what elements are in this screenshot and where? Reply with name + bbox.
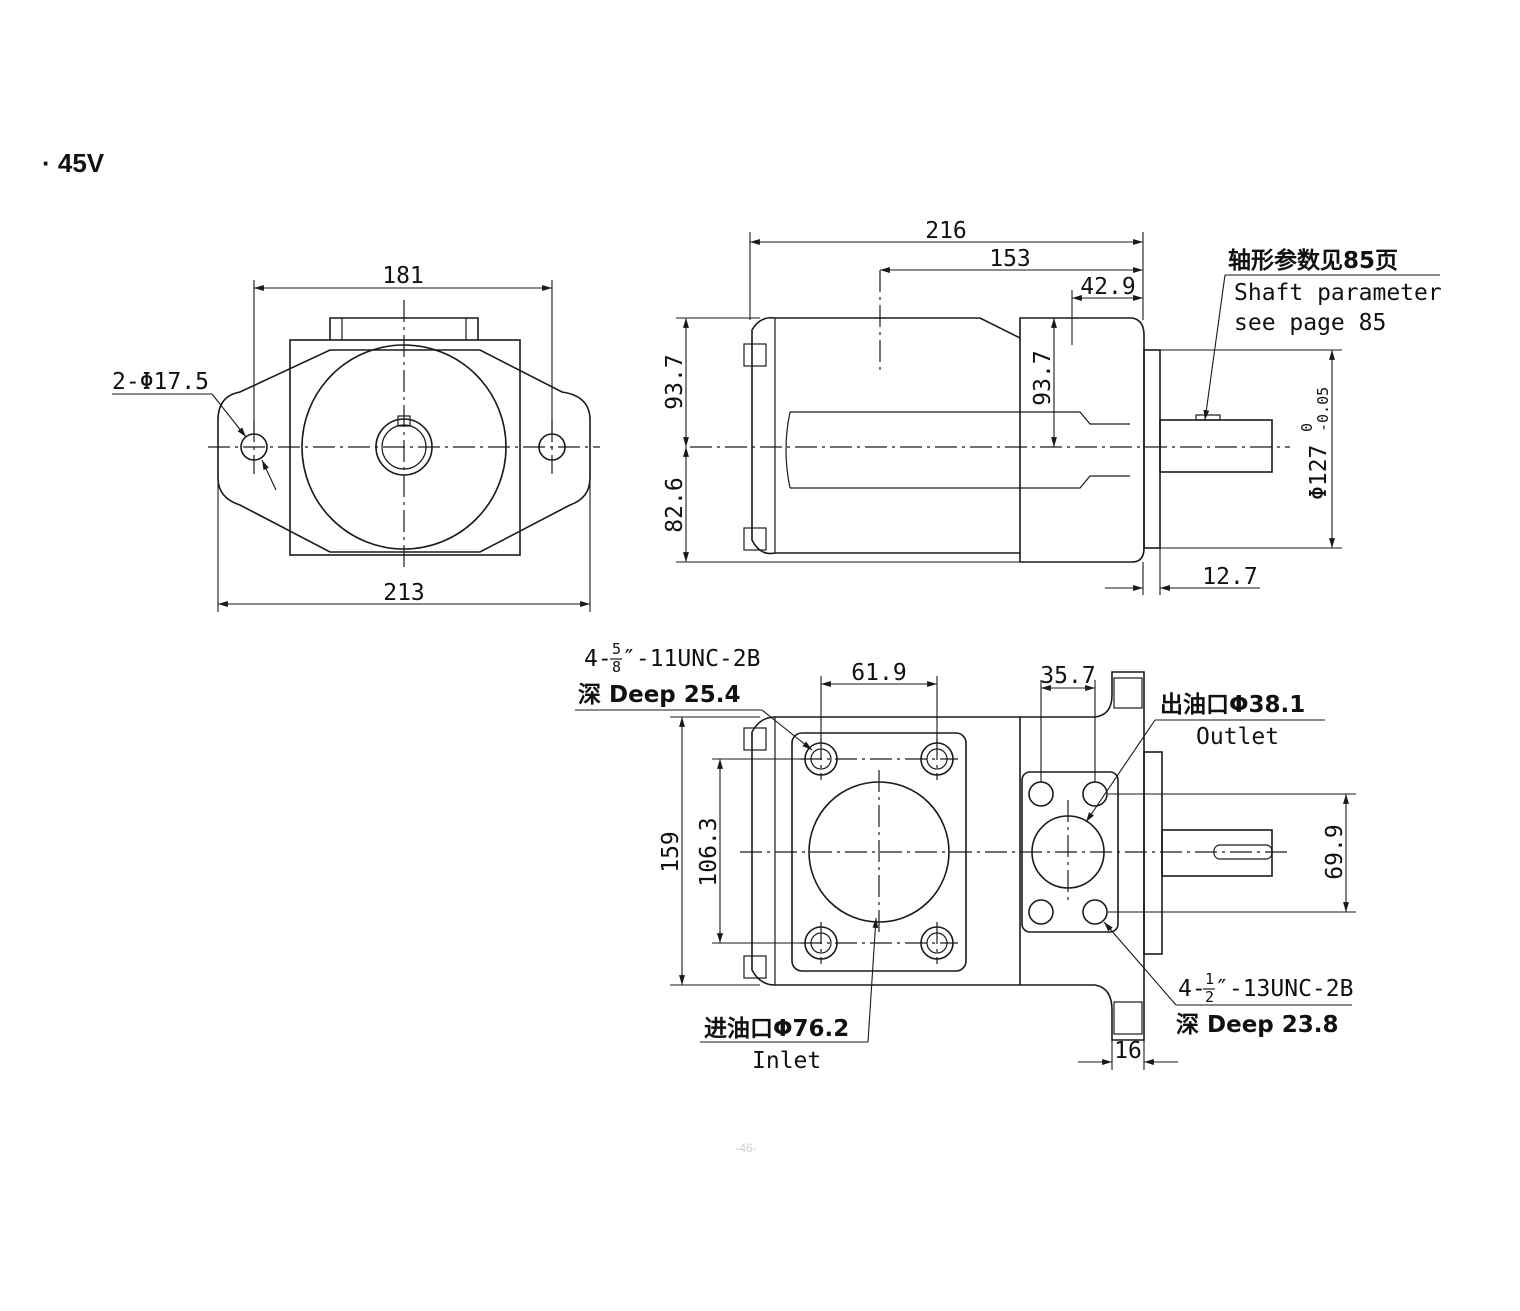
inlet-thread-callout: 4- 5 8 ″-11UNC-2B 深 Deep 25.4 — [575, 640, 813, 751]
pilot-tol-lower: -0.05 — [1314, 387, 1332, 432]
side-view: 216 153 42.9 93.7 82.6 93.7 Φ127 0 -0.05 — [662, 218, 1442, 595]
dim-42-9: 42.9 — [1080, 274, 1135, 300]
bottom-pilot-flange — [1143, 751, 1163, 955]
bottom-shaft — [1161, 829, 1273, 877]
outlet-callout: 出油口Φ38.1 Outlet — [1085, 692, 1325, 823]
dim-153: 153 — [989, 246, 1031, 272]
dim-93-7-left: 93.7 — [662, 354, 688, 409]
inlet-en: Inlet — [752, 1048, 821, 1074]
side-inner-profile — [785, 411, 1130, 489]
inlet-callout: 进油口Φ76.2 Inlet — [700, 917, 879, 1074]
bottom-body — [751, 671, 1145, 1041]
svg-text:1: 1 — [1205, 970, 1214, 988]
outlet-bolt-hole-3 — [1028, 899, 1054, 925]
outlet-cn: 出油口Φ38.1 — [1160, 692, 1305, 718]
dim-69-9: 69.9 — [1322, 824, 1348, 879]
outlet-bolt-hole-1 — [1028, 781, 1054, 807]
dim-181: 181 — [382, 263, 424, 289]
dim-106-3: 106.3 — [696, 817, 722, 886]
svg-text:″-11UNC-2B: ″-11UNC-2B — [622, 646, 760, 672]
outlet-en: Outlet — [1196, 724, 1279, 750]
inlet-thread-depth: 深 Deep 25.4 — [578, 682, 741, 708]
outlet-thread-callout: 4- 1 2 ″-13UNC-2B 深 Deep 23.8 — [1103, 921, 1353, 1038]
pilot-tol-upper: 0 — [1298, 423, 1316, 432]
dim-213: 213 — [383, 580, 425, 606]
dim-pilot-diameter: Φ127 — [1306, 445, 1332, 500]
holes-label: 2-Φ17.5 — [112, 369, 209, 395]
dim-61-9: 61.9 — [851, 660, 906, 686]
bottom-bolt-bottom — [743, 955, 767, 979]
shaft-note-cn: 轴形参数见85页 — [1228, 247, 1398, 274]
svg-text:4-: 4- — [1178, 976, 1206, 1002]
bottom-bolt-top — [743, 727, 767, 751]
shaft-note-en-2: see page 85 — [1234, 310, 1386, 336]
dim-216: 216 — [925, 218, 967, 244]
shaft-note-en-1: Shaft parameter — [1234, 280, 1442, 306]
inlet-cn: 进油口Φ76.2 — [704, 1016, 849, 1042]
dim-12-7: 12.7 — [1202, 564, 1257, 590]
svg-text:″-13UNC-2B: ″-13UNC-2B — [1215, 976, 1353, 1002]
model-title: · 45V — [42, 148, 105, 178]
dim-35-7: 35.7 — [1040, 663, 1095, 689]
side-body — [751, 316, 1145, 563]
front-view: 181 213 2-Φ17.5 — [112, 263, 600, 612]
dim-82-6: 82.6 — [662, 477, 688, 532]
side-pilot-flange — [1143, 349, 1161, 549]
dim-159: 159 — [658, 831, 684, 873]
svg-text:4-: 4- — [584, 646, 612, 672]
page-number: -46- — [735, 1141, 756, 1155]
dim-93-7-inner: 93.7 — [1030, 350, 1056, 405]
svg-text:2: 2 — [1205, 988, 1214, 1006]
outlet-bolt-hole-4 — [1082, 899, 1108, 925]
svg-text:5: 5 — [612, 640, 621, 658]
side-shaft — [1159, 419, 1273, 473]
bottom-view: 61.9 35.7 4- 5 8 ″-11UNC-2B 深 Deep 25.4 … — [575, 640, 1356, 1074]
dim-16: 16 — [1114, 1038, 1142, 1064]
svg-text:8: 8 — [612, 658, 621, 676]
outlet-bolt-hole-2 — [1082, 781, 1108, 807]
outlet-thread-depth: 深 Deep 23.8 — [1176, 1012, 1339, 1038]
side-bolt-bottom — [743, 527, 767, 551]
side-bolt-top — [743, 343, 767, 367]
